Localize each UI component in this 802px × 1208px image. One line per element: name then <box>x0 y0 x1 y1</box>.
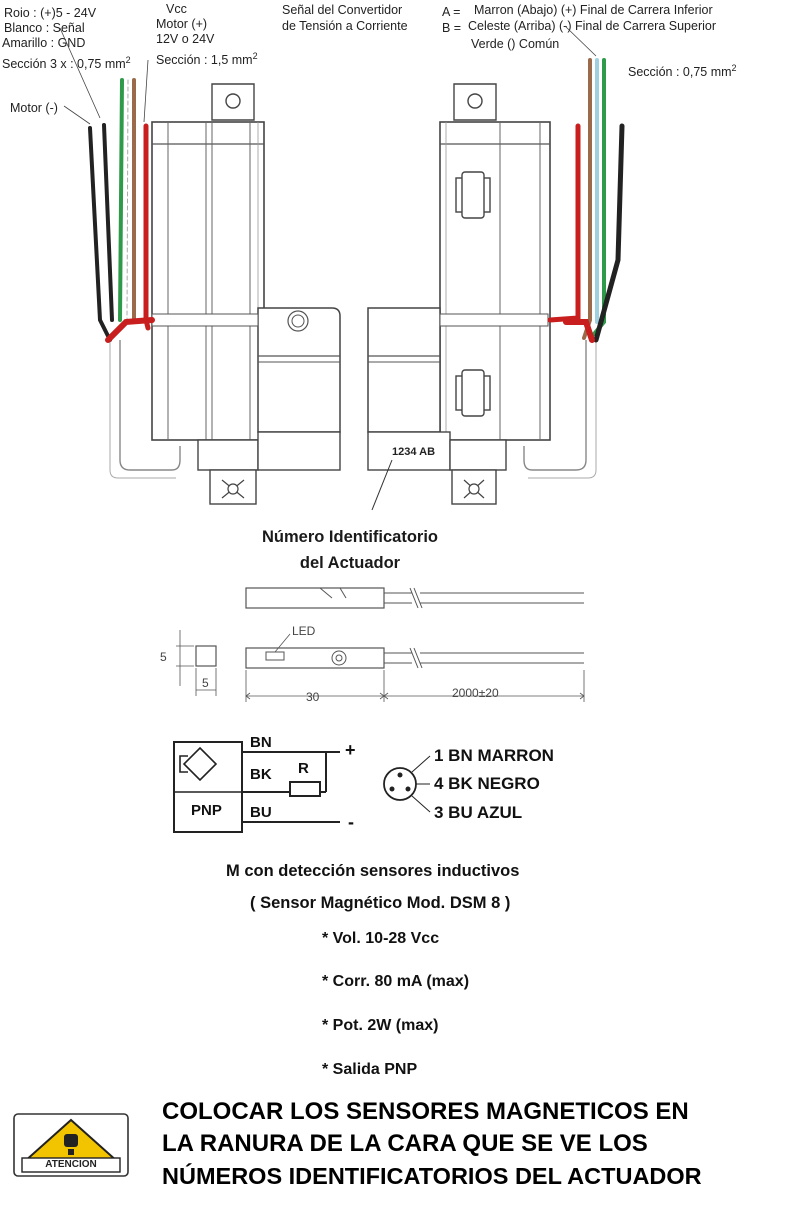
sensor-title-line1: M con detección sensores inductivos <box>226 862 520 880</box>
label-seccion-075: Sección : 0,75 mm2 <box>628 63 737 80</box>
label-senal-1: Señal del Convertidor <box>282 3 403 17</box>
schematic-minus: - <box>348 812 354 832</box>
sensor-title-line2: ( Sensor Magnético Mod. DSM 8 ) <box>250 894 511 912</box>
schematic-pnp: PNP <box>191 802 222 819</box>
leader-lines <box>59 25 597 125</box>
warning-line3: NÚMEROS IDENTIFICATORIOS DEL ACTUADOR <box>162 1163 702 1189</box>
led-label: LED <box>292 624 316 638</box>
label-a-letter: A = <box>442 5 461 19</box>
warning-icon <box>13 1113 129 1177</box>
label-seccion-15: Sección : 1,5 mm2 <box>156 51 258 68</box>
label-amarillo: Amarillo : GND <box>2 36 86 50</box>
schematic-bk: BK <box>250 766 272 783</box>
spec-output: * Salida PNP <box>322 1061 418 1078</box>
left-actuator <box>109 83 341 505</box>
schematic-r: R <box>298 760 309 777</box>
dim-height: 5 <box>160 650 167 664</box>
actuator-caption-line2: del Actuador <box>299 554 401 572</box>
spec-current: * Corr. 80 mA (max) <box>322 973 470 990</box>
warning-line1: COLOCAR LOS SENSORES MAGNETICOS EN <box>162 1098 689 1125</box>
left-wires <box>88 78 155 343</box>
warning-line2: LA RANURA DE LA CARA QUE SE VE LOS <box>162 1130 648 1157</box>
label-blanco: Blanco : Señal <box>4 21 85 35</box>
label-rojo: Roio : (+)5 - 24V <box>4 6 97 20</box>
dim-length: 30 <box>306 690 320 704</box>
label-b-letter: B = <box>442 21 462 35</box>
schematic-plus: + <box>345 740 356 760</box>
pinout-1: 1 BN MARRON <box>434 746 554 765</box>
label-motor-negativo: Motor (-) <box>10 101 58 115</box>
schematic-bn: BN <box>250 734 272 751</box>
right-actuator <box>367 83 597 505</box>
actuator-caption-line1: Número Identificatorio <box>261 528 438 546</box>
label-seccion-3x: Sección 3 x : 0,75 mm2 <box>2 55 131 72</box>
right-wires <box>547 58 625 343</box>
label-senal-2: de Tensión a Corriente <box>282 19 408 33</box>
label-b-text: Celeste (Arriba) (-) Final de Carrera Su… <box>468 19 716 33</box>
dim-cable: 2000±20 <box>452 686 499 700</box>
label-voltaje: 12V o 24V <box>156 32 215 46</box>
pinout-4: 4 BK NEGRO <box>434 774 540 793</box>
id-plate: 1234 AB <box>392 446 436 458</box>
label-vcc: Vcc <box>166 2 187 16</box>
warning-badge-label: ATENCION <box>45 1159 97 1170</box>
sensor-drawing <box>176 587 585 702</box>
label-verde: Verde () Común <box>471 37 560 51</box>
label-a-text: Marron (Abajo) (+) Final de Carrera Infe… <box>474 3 713 17</box>
spec-voltage: * Vol. 10-28 Vcc <box>322 930 440 947</box>
dim-width: 5 <box>202 676 209 690</box>
spec-power: * Pot. 2W (max) <box>322 1017 439 1034</box>
pinout-3: 3 BU AZUL <box>434 803 523 822</box>
connector-pinout-icon <box>383 755 431 813</box>
id-pointer <box>371 459 393 511</box>
schematic-bu: BU <box>250 804 272 821</box>
pnp-schematic <box>173 741 340 833</box>
label-motor-positivo: Motor (+) <box>156 17 208 31</box>
